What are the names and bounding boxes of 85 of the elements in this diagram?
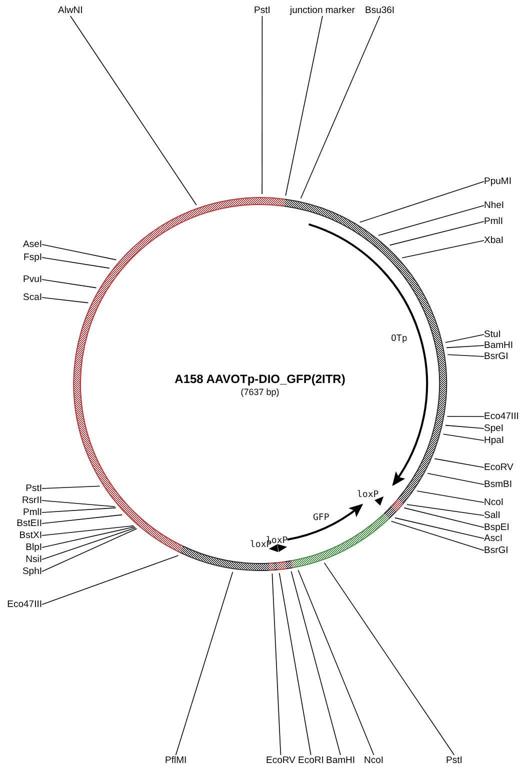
site-label: SalI [484,510,500,521]
leader-line [378,205,484,236]
site-label: junction marker [290,5,355,16]
leader-line [42,527,136,560]
site-label: PflMI [165,755,187,766]
plasmid-name: A158 AAVOTp-DIO_GFP(2ITR) [174,372,346,386]
site-label: NheI [484,200,504,211]
leader-line [42,500,116,507]
leader-line [359,181,484,223]
site-label: PstI [254,5,270,16]
site-label: Eco47III [484,411,519,422]
leader-line [42,514,122,524]
feature-label: loxP [357,490,379,500]
leader-line [446,345,484,348]
site-label: HpaI [484,435,504,446]
site-label: AseI [22,239,42,250]
leader-line [300,16,380,199]
site-label: XbaI [484,235,504,246]
leader-line [42,526,136,548]
site-label: EcoRV [484,462,514,473]
site-label: BstXI [19,530,42,541]
leader-line [42,555,179,605]
site-label: SpeI [484,423,504,434]
feature-label: GFP [313,513,330,523]
leader-line [447,354,484,357]
leader-line [42,486,100,489]
leader-line [404,507,484,528]
site-label: ScaI [22,292,42,303]
leader-line [285,16,323,196]
site-label: BspEI [484,522,510,533]
leader-line [445,424,484,429]
leader-line [446,416,484,417]
leader-line [434,458,484,468]
leader-line [445,334,484,343]
leader-line [390,520,484,551]
site-label: PvuI [22,274,42,285]
leader-line [42,297,89,304]
site-label: AscI [484,533,502,544]
site-label: BsrGI [484,351,508,362]
site-label: AlwNI [58,5,83,16]
leader-line [42,279,97,288]
leader-line [42,244,117,260]
site-label: StuI [484,329,501,340]
feature-label: OTp [391,334,408,344]
leader-line [402,240,484,258]
leader-line [272,573,282,756]
site-label: RsrII [22,495,42,506]
site-label: PstI [26,483,42,494]
site-label: BsrGI [484,545,508,556]
leader-line [406,504,484,516]
leader-line [42,257,110,269]
leader-line [70,16,197,206]
leader-line [394,517,484,539]
site-label: BamHI [484,340,514,351]
leader-line [427,473,484,485]
site-label: BstEII [16,518,42,529]
site-label: EcoRI [298,755,324,766]
leader-line [42,507,116,513]
leader-line [278,572,312,756]
leader-line [42,525,134,536]
leader-line [175,572,234,756]
site-label: PpuMI [484,176,512,187]
leader-line [262,16,263,194]
leader-line [416,490,484,503]
site-label: PstI [446,755,462,766]
leader-line [42,528,138,572]
site-label: SphI [22,566,42,577]
site-label: PmlI [23,507,42,518]
leader-line [298,570,374,756]
site-label: FspI [24,252,42,263]
leader-line [290,571,341,756]
plasmid-size: (7637 bp) [240,387,280,397]
site-label: NcoI [364,755,384,766]
leader-line [324,562,455,756]
site-label: NsiI [26,554,42,565]
site-label: BlpI [26,542,42,553]
site-label: BamHI [326,755,356,766]
site-label: NcoI [484,497,504,508]
site-label: Bsu36I [365,5,395,16]
leader-line [442,434,484,441]
site-label: EcoRV [266,755,296,766]
site-label: Eco47III [7,599,42,610]
site-label: BsmBI [484,479,512,490]
site-label: PmlI [484,216,503,227]
leader-line [389,221,484,246]
